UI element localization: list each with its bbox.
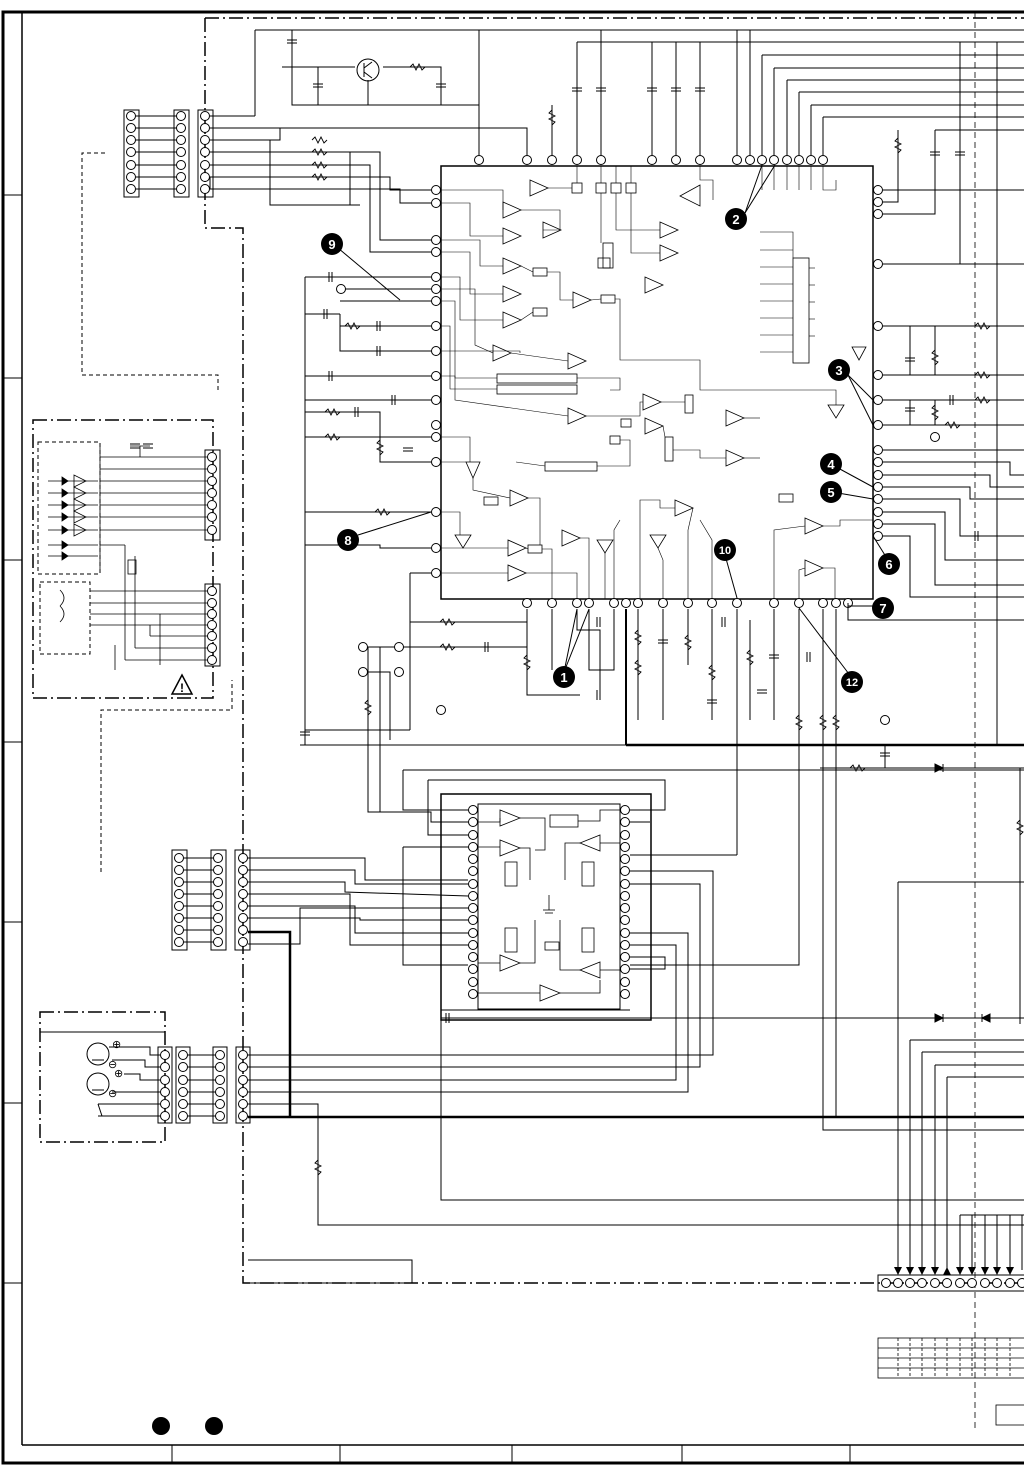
callout-9: 9 [321, 233, 343, 255]
svg-text:5: 5 [827, 485, 834, 500]
speaker-terminal-board: ⊕ ⊖ ⊕ ⊖ [40, 1032, 165, 1116]
svg-text:12: 12 [846, 677, 858, 689]
power-rails [248, 745, 1024, 1117]
capacitors [130, 40, 978, 1023]
speaker-polarity-1: ⊕ [112, 1039, 121, 1051]
svg-text:1: 1 [560, 670, 567, 685]
dashed-links [38, 153, 232, 872]
svg-text:8: 8 [344, 533, 351, 548]
power-amp-ic [248, 770, 1024, 1117]
diodes [935, 764, 990, 1022]
svg-text:6: 6 [885, 557, 892, 572]
svg-text:10: 10 [719, 545, 731, 557]
svg-text:9: 9 [328, 237, 335, 252]
main-ic [432, 156, 883, 608]
callout-8: 8 [337, 529, 359, 551]
connector-cn1 [124, 110, 213, 197]
callout-12: 12 [841, 671, 863, 693]
callout-2: 2 [725, 208, 747, 230]
svg-text:7: 7 [879, 601, 886, 616]
callout-1: 1 [553, 666, 575, 688]
svg-text:!: ! [180, 681, 184, 695]
warning-triangle-icon: ! [172, 675, 192, 695]
wiring [210, 30, 1024, 1283]
svg-text:3: 3 [835, 363, 842, 378]
reference-dots [152, 1417, 223, 1435]
connector-cn3 [158, 1047, 250, 1123]
speaker-polarity-4: ⊖ [108, 1088, 117, 1100]
left-sub-board: ! [48, 446, 220, 695]
speaker-polarity-3: ⊕ [114, 1068, 123, 1080]
reference-table [878, 1338, 1024, 1425]
callout-3: 3 [828, 359, 850, 381]
callout-6: 6 [878, 553, 900, 575]
svg-text:2: 2 [732, 212, 739, 227]
callout-5: 5 [820, 481, 842, 503]
drawing-frame [3, 12, 1024, 1463]
callout-10: 10 [714, 539, 736, 561]
callout-7: 7 [872, 597, 894, 619]
connector-cn2 [172, 850, 250, 950]
svg-text:4: 4 [827, 457, 835, 472]
output-connector [878, 1267, 1024, 1291]
callout-4: 4 [820, 453, 842, 475]
